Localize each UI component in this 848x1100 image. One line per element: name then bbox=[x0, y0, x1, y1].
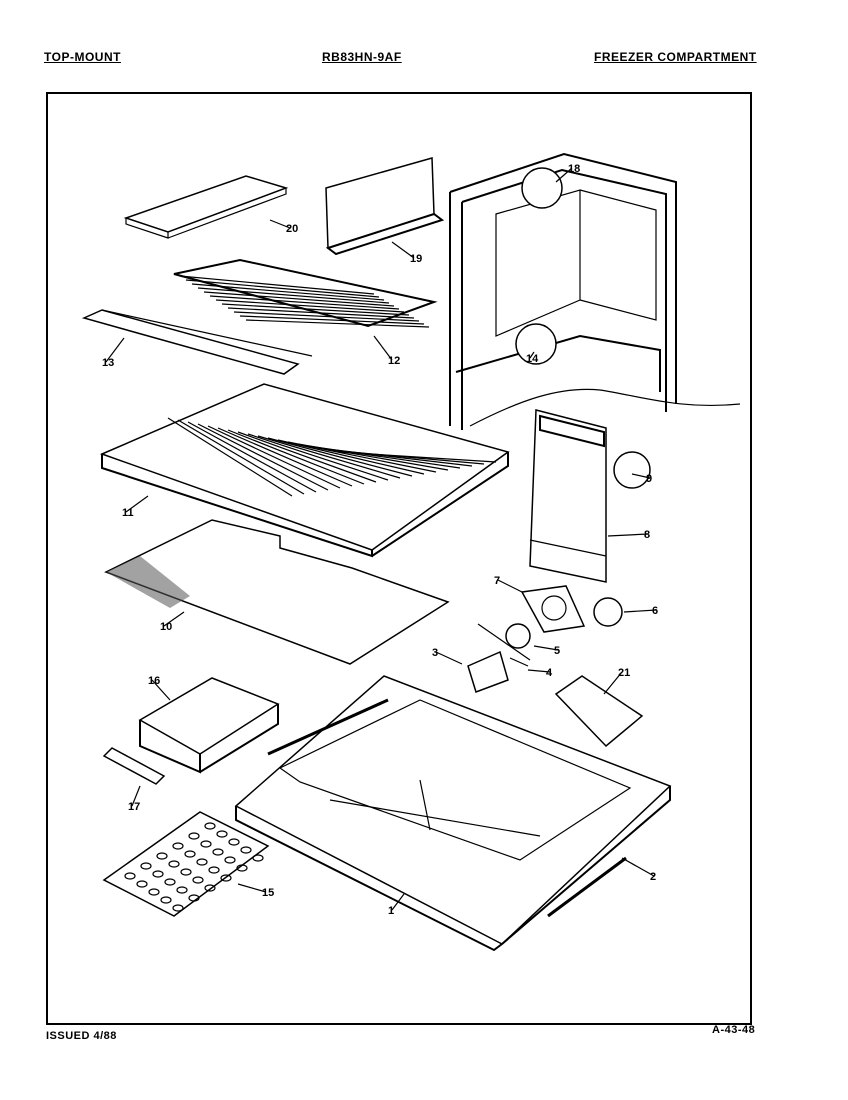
callout-8: 8 bbox=[644, 529, 650, 541]
leader-line-7 bbox=[497, 579, 523, 593]
leader-line-12 bbox=[373, 335, 393, 361]
part-8-evaporator-cover bbox=[529, 409, 651, 583]
callout-11: 11 bbox=[122, 507, 134, 519]
header-model: RB83HN-9AF bbox=[322, 50, 402, 64]
leader-line-21 bbox=[603, 671, 623, 695]
leader-line-13 bbox=[105, 337, 125, 363]
leader-line-17 bbox=[131, 785, 141, 807]
leader-line-14 bbox=[529, 351, 535, 359]
part-1-freezer-floor bbox=[234, 675, 672, 952]
leader-line-20 bbox=[269, 219, 291, 229]
callout-5: 5 bbox=[554, 645, 560, 657]
part-20-shelf-plate bbox=[123, 175, 289, 239]
part-5-fan-blade bbox=[477, 623, 531, 661]
callout-2: 2 bbox=[650, 871, 656, 883]
callout-12: 12 bbox=[388, 355, 400, 367]
part-13-shelf-rail bbox=[81, 309, 313, 375]
callout-4: 4 bbox=[546, 667, 553, 679]
callout-6: 6 bbox=[652, 605, 658, 617]
part-11-shelf-frame bbox=[99, 383, 510, 558]
leader-line-10 bbox=[163, 611, 185, 627]
leader-line-16 bbox=[151, 679, 171, 701]
leader-line-5 bbox=[533, 645, 559, 651]
header-left: TOP-MOUNT bbox=[44, 50, 121, 64]
cabinet-liner bbox=[449, 152, 741, 430]
callout-20: 20 bbox=[286, 223, 298, 235]
part-2-rail bbox=[267, 698, 627, 918]
leader-line-6 bbox=[623, 609, 657, 613]
callout-7: 7 bbox=[494, 575, 500, 587]
callout-15: 15 bbox=[262, 887, 274, 899]
diagram-frame bbox=[46, 92, 752, 1025]
leader-line-15 bbox=[237, 883, 267, 893]
part-12-wire-shelf bbox=[173, 258, 438, 328]
leader-line-18 bbox=[555, 167, 573, 183]
leader-line-1 bbox=[391, 893, 405, 911]
callout-1: 1 bbox=[388, 905, 394, 917]
leader-line-8 bbox=[607, 533, 649, 537]
leader-line-4 bbox=[527, 669, 551, 673]
callout-18: 18 bbox=[568, 163, 580, 175]
leader-line-2 bbox=[621, 857, 655, 877]
callout-9: 9 bbox=[646, 473, 652, 485]
callout-17: 17 bbox=[128, 801, 140, 813]
leader-line-11 bbox=[125, 495, 149, 513]
callout-21: 21 bbox=[618, 667, 630, 679]
callout-19: 19 bbox=[410, 253, 422, 265]
leader-line-3 bbox=[435, 651, 463, 665]
part-7-fan-bracket bbox=[520, 585, 586, 633]
part-16-bin bbox=[138, 677, 280, 774]
part-3-4-motor-parts bbox=[467, 650, 529, 693]
leader-line-19 bbox=[391, 241, 415, 259]
callout-10: 10 bbox=[160, 621, 172, 633]
callout-13: 13 bbox=[102, 357, 114, 369]
part-15-ice-tray bbox=[102, 811, 270, 917]
callout-16: 16 bbox=[148, 675, 160, 687]
callout-3: 3 bbox=[432, 647, 438, 659]
footer-page-code: A-43-48 bbox=[712, 1024, 756, 1036]
leader-line-9 bbox=[631, 473, 651, 479]
part-19-shelf-panel bbox=[325, 157, 445, 256]
callout-14: 14 bbox=[526, 353, 539, 365]
footer-issued: ISSUED 4/88 bbox=[46, 1030, 117, 1042]
header-section: FREEZER COMPARTMENT bbox=[594, 50, 757, 64]
part-21-cover bbox=[554, 675, 644, 748]
part-10-pad bbox=[104, 519, 450, 665]
part-17-handle bbox=[102, 747, 166, 785]
part-6-fan-motor bbox=[593, 597, 623, 627]
